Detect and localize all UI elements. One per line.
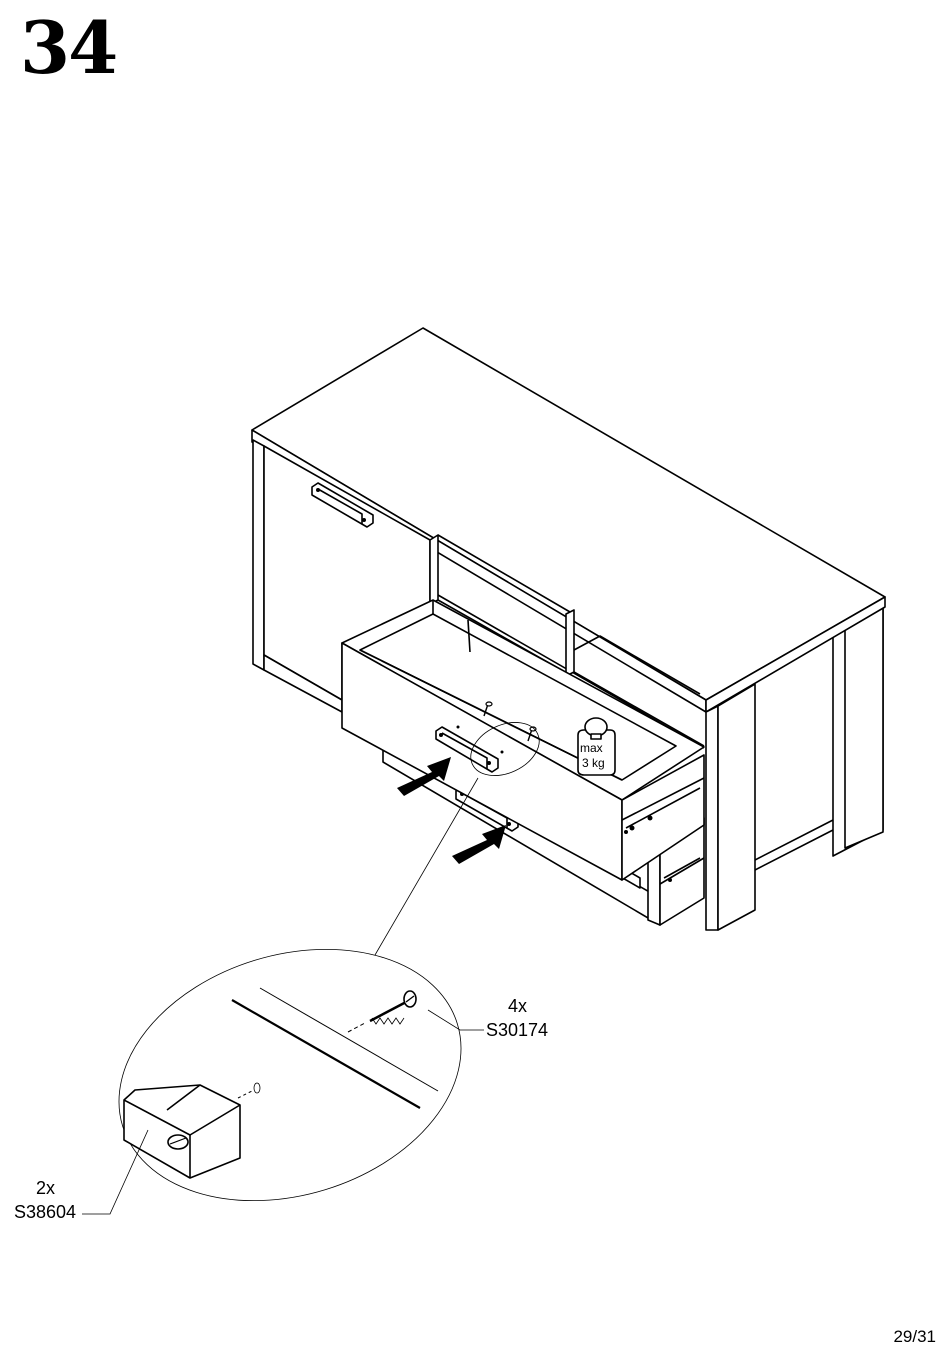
screw-detail-icon	[348, 991, 416, 1032]
part-code-s38604: S38604	[14, 1202, 76, 1222]
page-number: 29/31	[893, 1327, 936, 1347]
part-quantity-s38604: 2x	[36, 1178, 55, 1198]
part-code-s30174: S30174	[486, 1020, 548, 1040]
weight-limit-line2: 3 kg	[582, 756, 605, 770]
detail-view	[88, 909, 493, 1241]
front-leg-right	[706, 706, 718, 930]
part-quantity-s30174: 4x	[508, 996, 527, 1016]
insert-arrow-icon	[452, 825, 506, 864]
tv-cabinet: max 3 kg	[252, 328, 885, 930]
weight-limit-line1: max	[580, 741, 603, 755]
handle-end-detail-icon	[124, 1083, 260, 1178]
